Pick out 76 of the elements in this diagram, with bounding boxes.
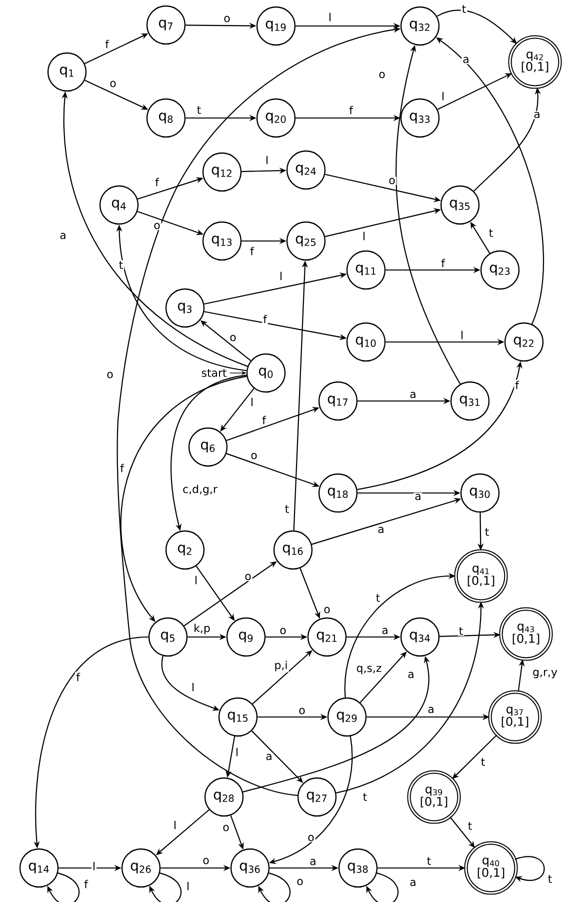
edge-label: l bbox=[190, 682, 196, 692]
edge-label: o bbox=[388, 176, 396, 186]
edge-label: a bbox=[462, 56, 470, 64]
edge-label: t bbox=[484, 527, 490, 537]
edge-label: g,r,y bbox=[532, 668, 558, 680]
edge-label: t bbox=[284, 504, 290, 514]
edge-label: a bbox=[58, 232, 68, 240]
arrow bbox=[514, 856, 545, 882]
edge-label: f bbox=[104, 38, 110, 50]
edge-label: t bbox=[460, 4, 468, 14]
edge-label: l bbox=[327, 12, 333, 22]
edge-label: l bbox=[234, 746, 240, 758]
edge-label: f bbox=[75, 672, 81, 682]
arrow bbox=[149, 872, 182, 902]
edge-label: t bbox=[488, 228, 494, 238]
edge-label: f bbox=[154, 176, 160, 188]
edge-label: l bbox=[249, 396, 255, 408]
edge-label: o bbox=[152, 222, 162, 230]
edge-label: o bbox=[106, 370, 114, 380]
edge-label: c,d,g,r bbox=[182, 484, 218, 496]
edge-label: a bbox=[380, 626, 390, 636]
edge-label: t bbox=[480, 757, 486, 767]
edge-label: f bbox=[249, 246, 255, 256]
edge-label: f bbox=[348, 104, 354, 116]
edge-label: t bbox=[466, 821, 474, 831]
edge-label: o bbox=[298, 706, 306, 716]
arrow bbox=[366, 872, 398, 902]
edge-label: o bbox=[378, 70, 386, 80]
edge-label: start bbox=[200, 368, 228, 378]
edge-label: o bbox=[202, 856, 210, 866]
edge-label: l bbox=[278, 270, 284, 282]
edge-label: a bbox=[376, 526, 386, 534]
edge-label: f bbox=[119, 462, 125, 474]
edge-label: f bbox=[262, 314, 268, 324]
edge-label: f bbox=[514, 380, 520, 390]
edge-label: a bbox=[426, 706, 436, 714]
edge-label: o bbox=[296, 878, 304, 886]
edge-label: l bbox=[361, 230, 367, 242]
edge-label: l bbox=[91, 860, 97, 872]
edge-label: p,i bbox=[273, 660, 289, 672]
edge-label: t bbox=[118, 260, 124, 270]
edge-label: f bbox=[83, 878, 89, 890]
edge-label: l bbox=[459, 330, 465, 340]
edge-label: o bbox=[228, 334, 238, 342]
edge-label: f bbox=[440, 258, 446, 268]
edge-label: a bbox=[408, 878, 418, 888]
edge-label: l bbox=[172, 820, 178, 830]
edge-label: t bbox=[426, 856, 432, 866]
arrow bbox=[436, 10, 517, 44]
edge-label: l bbox=[185, 880, 191, 892]
edge-label: t bbox=[374, 593, 382, 603]
edge-label: a bbox=[532, 110, 542, 120]
edge-label: t bbox=[546, 874, 554, 884]
edge-label: q,s,z bbox=[355, 664, 383, 676]
edge-label: o bbox=[278, 626, 288, 636]
edge-label: o bbox=[108, 80, 118, 88]
edge-label: o bbox=[322, 606, 332, 614]
edge-label: a bbox=[408, 390, 418, 400]
edge-label: a bbox=[308, 858, 318, 866]
edge-label: o bbox=[222, 824, 230, 832]
edge-label: o bbox=[306, 834, 316, 842]
arrow bbox=[258, 872, 290, 902]
edge-label: a bbox=[264, 752, 274, 762]
edge-label: t bbox=[196, 105, 202, 115]
edge-label: l bbox=[440, 90, 446, 102]
edge-label: o bbox=[244, 572, 252, 582]
edge-label: o bbox=[222, 14, 232, 24]
edge-label: l bbox=[264, 154, 270, 166]
edge-label: t bbox=[458, 626, 464, 636]
edge-label: t bbox=[362, 792, 368, 802]
edge-label: k,p bbox=[192, 622, 212, 636]
arrow bbox=[47, 872, 80, 902]
edge-label: o bbox=[250, 452, 258, 460]
edge-label: l bbox=[193, 574, 199, 586]
edge-label: f bbox=[261, 414, 267, 426]
edge-label: a bbox=[406, 670, 416, 680]
